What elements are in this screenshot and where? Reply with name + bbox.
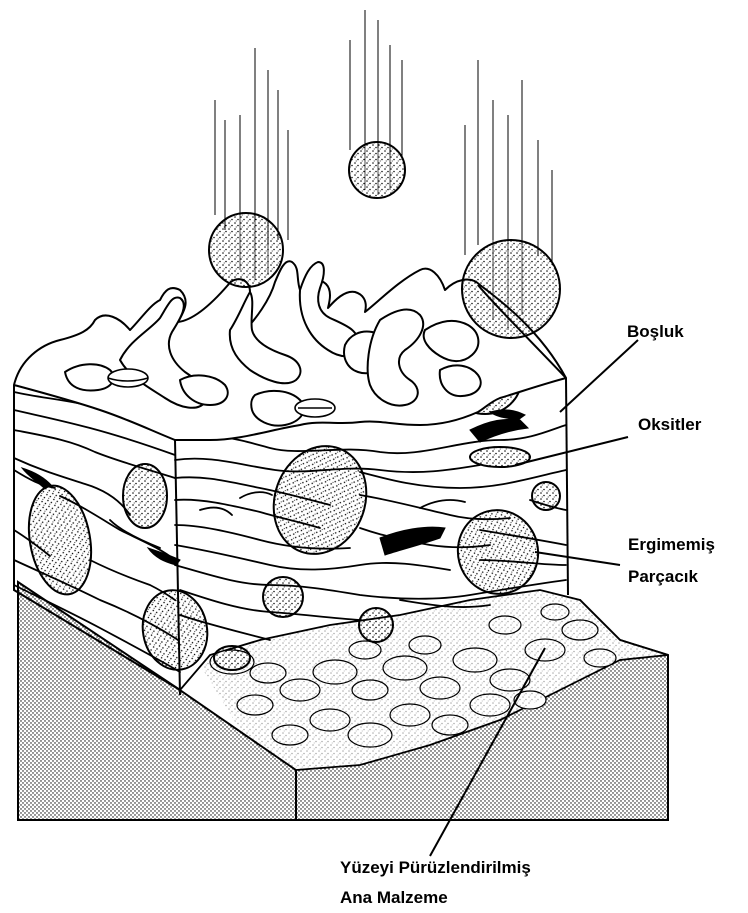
falling-droplets <box>209 10 560 338</box>
unmelted-particle <box>123 464 167 528</box>
label-substrate-line1: Yüzeyi Pürüzlendirilmiş <box>340 858 531 877</box>
label-oxides: Oksitler <box>638 415 702 434</box>
droplet-small <box>349 142 405 198</box>
leader-unmelted <box>535 552 620 565</box>
pore <box>108 369 148 387</box>
unmelted-particle <box>263 577 303 617</box>
label-unmelted-line1: Ergimemiş <box>628 535 715 554</box>
label-void: Boşluk <box>627 322 684 341</box>
unmelted-particle <box>359 608 393 642</box>
leader-oxides <box>515 437 628 465</box>
oxide-inclusion <box>148 548 180 565</box>
unmelted-particle <box>137 585 214 675</box>
unmelted-particle <box>214 646 250 670</box>
droplet-medium <box>209 213 283 287</box>
leader-void <box>560 340 638 412</box>
unmelted-particle <box>448 501 547 603</box>
label-substrate-line2: Ana Malzeme <box>340 888 448 907</box>
unmelted-particle <box>259 433 381 567</box>
unmelted-particle <box>21 481 99 600</box>
unmelted-particle <box>532 482 560 510</box>
oxide-inclusion <box>380 527 445 555</box>
droplet-large <box>462 240 560 338</box>
label-unmelted-line2: Parçacık <box>628 567 698 586</box>
